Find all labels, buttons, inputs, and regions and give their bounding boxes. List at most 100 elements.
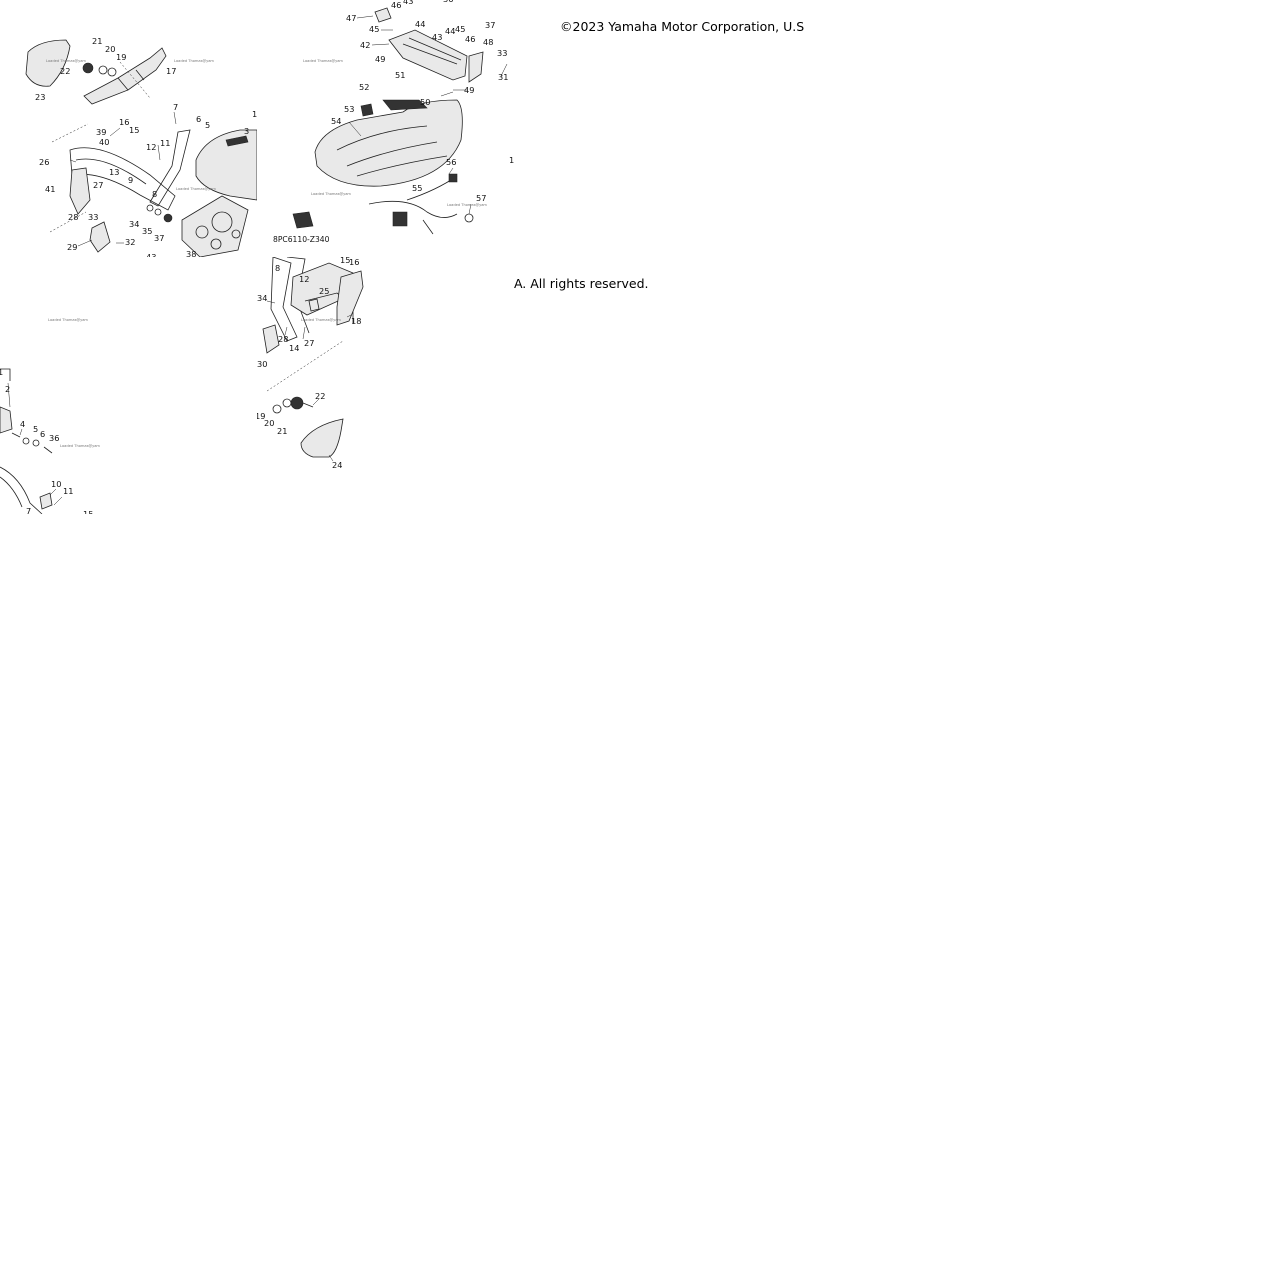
callout-5: 5 (205, 120, 210, 130)
callout-36: 36 (443, 0, 453, 4)
callout-34: 34 (257, 293, 267, 303)
copyright-line-1: ©2023 Yamaha Motor Corporation, U.S (560, 19, 805, 34)
part-48-cover (468, 51, 484, 83)
callout-49: 49 (375, 54, 385, 64)
part-23-cover (25, 39, 71, 87)
callout-18: 18 (351, 316, 361, 326)
callout-15: 15 (83, 509, 93, 514)
part-code: 8PC6110-Z340 (273, 235, 330, 244)
callout-38: 38 (186, 249, 196, 257)
callout-22: 22 (60, 66, 70, 76)
callout-28: 28 (68, 212, 78, 222)
diagram-tile-seat-harness: 8PC6110-Z340 Loaded Thomas@yam Loaded Th… (257, 0, 514, 257)
callout-48: 48 (483, 37, 493, 47)
svg-text:Loaded Thomas@yam: Loaded Thomas@yam (174, 59, 214, 63)
callout-14: 14 (289, 343, 299, 353)
part-52-pad (360, 103, 374, 117)
part-20-washer (282, 398, 292, 408)
svg-text:Loaded Thomas@yam: Loaded Thomas@yam (48, 318, 88, 322)
callout-33: 33 (497, 48, 507, 58)
callout-53: 53 (344, 104, 354, 114)
part-24-cover (300, 418, 344, 458)
callout-46: 46 (391, 0, 401, 10)
callout-43: 43 (403, 0, 413, 6)
callout-3: 3 (244, 126, 249, 136)
callouts-tile-a: 23 22 21 20 19 17 7 6 5 1 3 39 16 15 40 … (35, 36, 257, 257)
svg-text:Loaded Thomas@yam: Loaded Thomas@yam (301, 318, 341, 322)
callout-25: 25 (319, 286, 329, 296)
svg-text:Loaded Thomas@yam: Loaded Thomas@yam (176, 187, 216, 191)
callout-41: 41 (45, 184, 55, 194)
callout-46: 46 (465, 34, 475, 44)
callout-4: 4 (20, 419, 25, 429)
callout-19: 19 (257, 411, 265, 421)
svg-text:Loaded Thomas@yam: Loaded Thomas@yam (60, 444, 100, 448)
callout-27: 27 (93, 180, 103, 190)
part-43-base-plate (388, 29, 468, 81)
callout-52: 52 (359, 82, 369, 92)
callout-21: 21 (277, 426, 287, 436)
callout-30: 30 (257, 359, 267, 369)
callout-54: 54 (331, 116, 341, 126)
callout-36: 36 (49, 433, 59, 443)
part-25-clip (308, 298, 320, 312)
callout-16: 16 (119, 117, 129, 127)
callout-44: 44 (445, 26, 455, 36)
callout-19: 19 (116, 52, 126, 62)
callout-50: 50 (420, 97, 430, 107)
callout-6: 6 (196, 114, 201, 124)
part-38-meter-panel (181, 195, 249, 257)
callout-28: 28 (278, 334, 288, 344)
callouts-tile-d: 1 2 4 5 6 36 10 11 7 15 (0, 367, 93, 514)
callout-16: 16 (349, 257, 359, 267)
part-code-tag (292, 211, 314, 229)
exploded-view-left-stay: Loaded Thomas@yam Loaded Thomas@yam 1 2 … (0, 318, 100, 514)
callout-7: 7 (173, 102, 178, 112)
part-21-knob (290, 396, 304, 410)
callout-49: 49 (464, 85, 474, 95)
callout-7: 7 (26, 506, 31, 514)
callout-12: 12 (146, 142, 156, 152)
part-29-bracket (89, 221, 111, 253)
watermark: Loaded Thomas@yam (46, 59, 86, 63)
callouts-tile-b: 47 46 43 36 45 44 42 43 44 45 46 49 48 5… (331, 0, 514, 203)
callout-45: 45 (455, 24, 465, 34)
part-7-stay (0, 466, 43, 514)
callout-20: 20 (264, 418, 274, 428)
svg-text:Loaded Thomas@yam: Loaded Thomas@yam (447, 203, 487, 207)
callout-6: 6 (40, 429, 45, 439)
svg-text:Loaded Thomas@yam: Loaded Thomas@yam (303, 59, 343, 63)
diagram-tile-front-cowl: Loaded Thomas@yam Loaded Thomas@yam Load… (0, 0, 257, 257)
callout-1: 1 (252, 109, 257, 119)
callout-35: 35 (142, 226, 152, 236)
callout-34: 34 (129, 219, 139, 229)
callout-15: 15 (129, 125, 139, 135)
callout-47: 47 (346, 13, 356, 23)
callout-9: 9 (128, 175, 133, 185)
svg-text:Loaded Thomas@yam: Loaded Thomas@yam (311, 192, 351, 196)
callout-37: 37 (485, 20, 495, 30)
callout-24: 24 (332, 460, 342, 470)
part-10-clip (39, 492, 53, 510)
part-47-clip (374, 7, 392, 23)
callout-51: 51 (395, 70, 405, 80)
part-19-collar (272, 404, 282, 414)
part-13-frame (69, 147, 176, 211)
part-17-bracket (83, 47, 167, 105)
callout-40: 40 (99, 137, 109, 147)
exploded-view-right-bracket: Loaded Thomas@yam 8 15 16 12 25 34 28 14… (257, 257, 364, 470)
part-4-collar (11, 432, 21, 438)
part-30-bracket (262, 324, 280, 354)
callout-22: 22 (315, 391, 325, 401)
callout-39: 39 (96, 127, 106, 137)
callout-32: 32 (125, 237, 135, 247)
callout-44: 44 (415, 19, 425, 29)
callout-45: 45 (369, 24, 379, 34)
part-53-seat (314, 99, 463, 187)
callout-11: 11 (160, 138, 170, 148)
callout-1: 1 (0, 367, 3, 377)
callout-56: 56 (446, 157, 456, 167)
exploded-view-front-cowl: Loaded Thomas@yam Loaded Thomas@yam Load… (25, 36, 257, 257)
part-27-stay (69, 167, 91, 215)
callout-31: 31 (498, 72, 508, 82)
